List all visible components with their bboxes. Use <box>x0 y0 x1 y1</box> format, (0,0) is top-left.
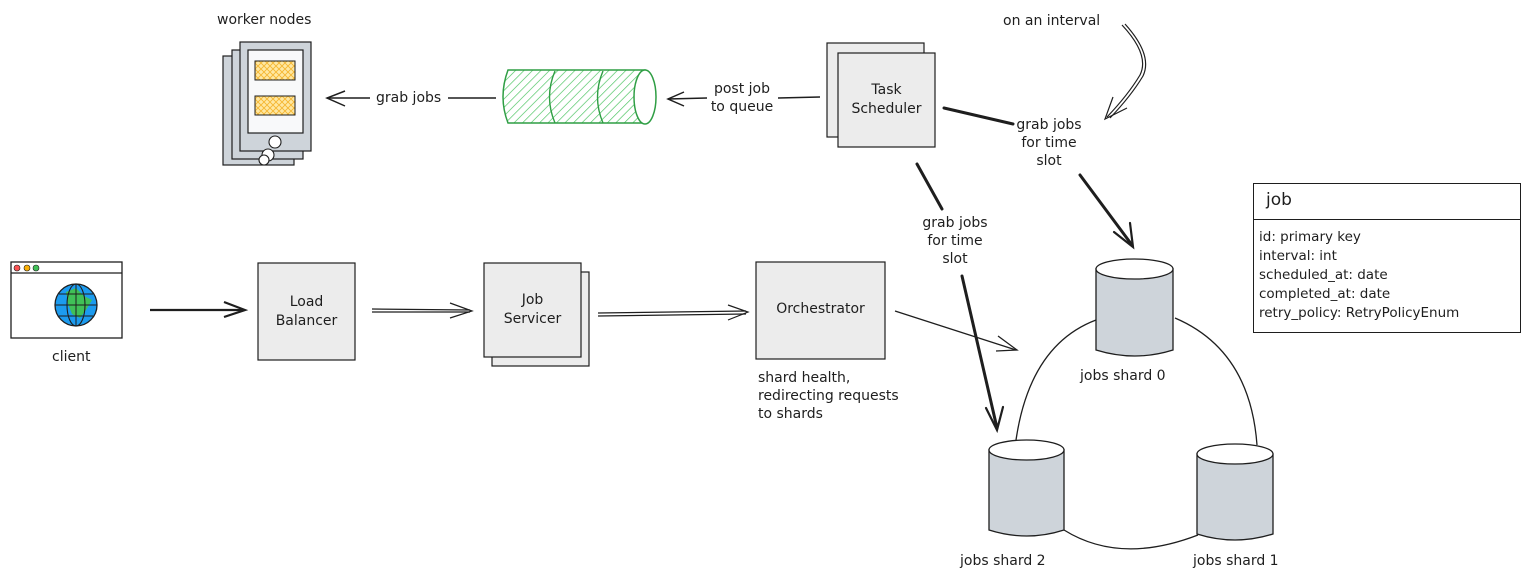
post-job-line-1: post job <box>713 81 771 97</box>
shard-2-cylinder <box>988 439 1065 537</box>
grab-jobs-time-slot-label-left: grab jobs for time slot <box>910 214 1000 268</box>
shard-2-label: jobs shard 2 <box>960 553 1046 569</box>
time-slot-right-line-2: for time <box>1021 135 1077 151</box>
client-browser-icon <box>10 261 123 339</box>
job-servicer-box <box>483 262 582 358</box>
job-field: completed_at: date <box>1259 286 1391 302</box>
job-queue-icon <box>502 69 657 125</box>
arrow-on-an-interval <box>1103 23 1147 121</box>
shard-0-cylinder <box>1095 258 1174 357</box>
job-table-fields: id: primary key interval: int scheduled_… <box>1254 220 1520 323</box>
job-servicer-label: Job Servicer <box>503 292 562 327</box>
arrow-post-job <box>666 91 821 107</box>
arrow-load-balancer-to-job-servicer <box>371 302 474 319</box>
shard-1-cylinder <box>1196 443 1274 541</box>
job-field: retry_policy: RetryPolicyEnum <box>1259 305 1460 321</box>
arrow-scheduler-to-shard2 <box>915 162 1005 434</box>
job-field: id: primary key <box>1259 229 1361 245</box>
job-field: scheduled_at: date <box>1259 267 1388 283</box>
time-slot-left-line-3: slot <box>942 251 968 267</box>
task-scheduler-label: Task Scheduler <box>851 82 922 117</box>
job-field: interval: int <box>1259 248 1337 264</box>
job-table-title: job <box>1254 184 1520 220</box>
arrow-job-servicer-to-orchestrator <box>597 304 750 321</box>
shard-0-label: jobs shard 0 <box>1080 368 1166 384</box>
orchestrator-note-line-1: shard health, <box>758 370 851 386</box>
post-job-line-2: to queue <box>710 99 774 115</box>
job-table: job id: primary key interval: int schedu… <box>1253 183 1521 333</box>
orchestrator-note-line-2: redirecting requests <box>758 388 899 404</box>
arrow-orchestrator-to-shards <box>894 310 1019 352</box>
orchestrator-note-line-3: to shards <box>758 406 823 422</box>
orchestrator-label: Orchestrator <box>776 301 865 317</box>
orchestrator-note: shard health, redirecting requests to sh… <box>758 369 899 423</box>
arrow-scheduler-to-shard0 <box>942 106 1135 250</box>
on-an-interval-label: on an interval <box>1003 13 1101 29</box>
grab-jobs-time-slot-label-right: grab jobs for time slot <box>1004 116 1094 170</box>
time-slot-right-line-1: grab jobs <box>1016 117 1082 133</box>
grab-jobs-label: grab jobs <box>374 89 444 107</box>
orchestrator-box <box>755 261 886 360</box>
shard-ring <box>1015 317 1258 550</box>
arrow-grab-jobs <box>325 90 496 107</box>
task-scheduler-box <box>837 52 936 148</box>
worker-nodes-icon <box>222 41 312 166</box>
load-balancer-box <box>257 262 356 361</box>
time-slot-left-line-1: grab jobs <box>922 215 988 231</box>
time-slot-right-line-3: slot <box>1036 153 1062 169</box>
shard-1-label: jobs shard 1 <box>1193 553 1279 569</box>
arrow-client-to-load-balancer <box>150 300 249 319</box>
worker-nodes-label: worker nodes <box>217 12 312 28</box>
time-slot-left-line-2: for time <box>927 233 983 249</box>
post-job-label: post job to queue <box>702 80 782 116</box>
load-balancer-label: Load Balancer <box>275 293 338 329</box>
client-label: client <box>52 349 91 365</box>
